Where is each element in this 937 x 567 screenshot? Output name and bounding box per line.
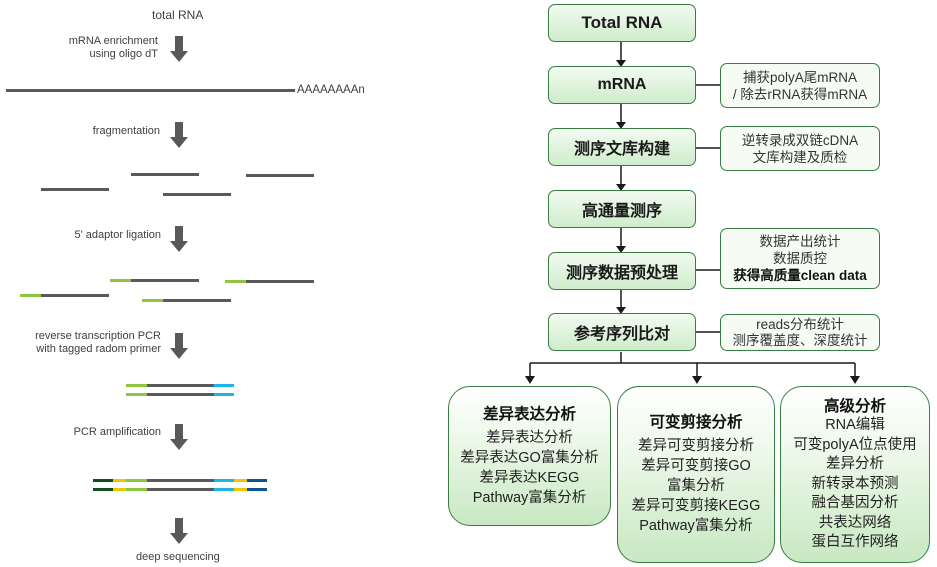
step-label-pcr-amplification: PCR amplification [73,426,161,438]
step-data-preprocessing: 测序数据预处理 [548,252,696,290]
arrowhead [692,376,702,384]
down-arrow-icon [170,226,188,252]
step-mrna: mRNA [548,66,696,104]
arrowhead [616,60,626,67]
rna-fragment [131,173,199,176]
branch-advanced-analysis: 高级分析 RNA编辑 可变polyA位点使用 差异分析 新转录本预测 融合基因分… [780,386,930,563]
amplified-library-strand [93,479,267,482]
branch-differential-expression: 差异表达分析 差异表达分析 差异表达GO富集分析 差异表达KEGG Pathwa… [448,386,611,526]
mrna-strand [6,89,295,92]
branch-alternative-splicing: 可变剪接分析 差异可变剪接分析 差异可变剪接GO 富集分析 差异可变剪接KEGG… [617,386,775,563]
total-rna-label: total RNA [152,8,204,22]
down-arrow-icon [170,518,188,544]
cdna-strand [126,393,234,396]
adaptor-ligated-fragment [225,280,314,283]
step-library-construction: 测序文库构建 [548,128,696,166]
adaptor-ligated-fragment [20,294,109,297]
amplified-library-strand [93,488,267,491]
note-data-preprocessing: 数据产出统计 数据质控 获得高质量clean data [720,228,880,289]
step-label-adaptor-ligation: 5' adaptor ligation [74,229,162,241]
step-label-mrna-enrichment: mRNA enrichment using oligo dT [68,35,158,60]
down-arrow-icon [170,122,188,148]
step-high-throughput-sequencing: 高通量测序 [548,190,696,228]
step-label-rt-pcr: reverse transcription PCR with tagged ra… [35,330,161,355]
rna-fragment [41,188,109,191]
arrowhead [616,184,626,191]
note-mrna: 捕获polyA尾mRNA / 除去rRNA获得mRNA [720,63,880,108]
step-label-fragmentation: fragmentation [92,125,160,137]
down-arrow-icon [170,424,188,450]
down-arrow-icon [170,36,188,62]
arrowhead [525,376,535,384]
arrowhead [850,376,860,384]
cdna-strand [126,384,234,387]
arrowhead [616,122,626,129]
note-reference-alignment: reads分布统计 测序覆盖度、深度统计 [720,314,880,351]
down-arrow-icon [170,333,188,359]
adaptor-ligated-fragment [110,279,199,282]
deep-sequencing-label: deep sequencing [136,551,220,563]
adaptor-ligated-fragment [142,299,231,302]
rna-fragment [246,174,314,177]
polya-tail-label: AAAAAAAAn [297,84,365,96]
step-reference-alignment: 参考序列比对 [548,313,696,351]
rna-fragment [163,193,231,196]
arrowhead [616,246,626,253]
arrowhead [616,307,626,314]
note-library-construction: 逆转录成双链cDNA 文库构建及质检 [720,126,880,171]
step-total-rna: Total RNA [548,4,696,42]
